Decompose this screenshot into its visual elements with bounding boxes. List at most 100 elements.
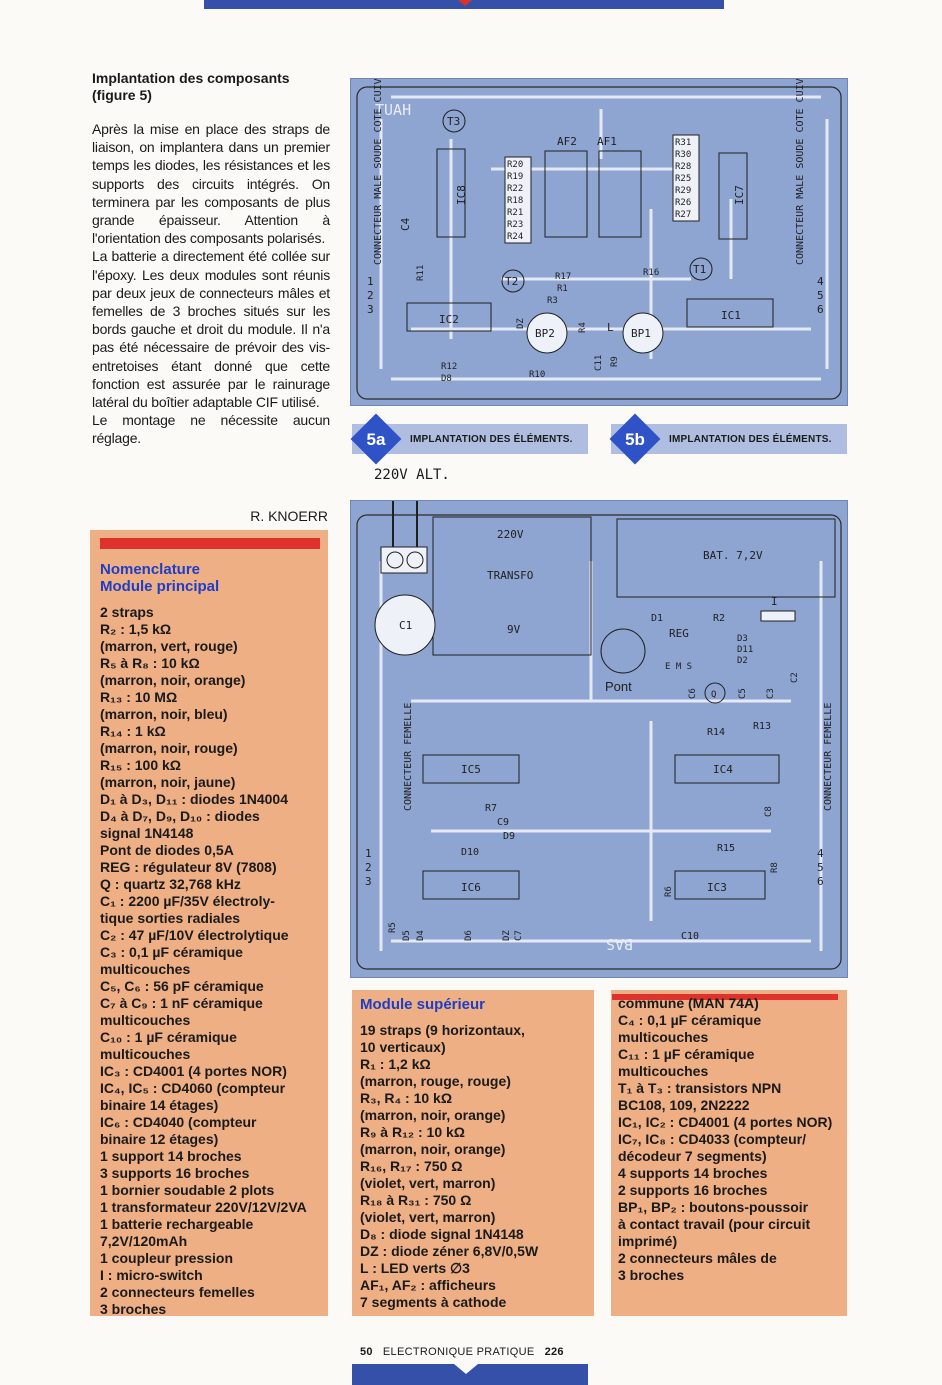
parts-list-line: 10 verticaux): [360, 1039, 446, 1055]
parts-list-line: 2 connecteurs femelles: [100, 1284, 255, 1300]
label-bas: BAS: [606, 935, 633, 953]
bottom-marker: [454, 1364, 478, 1374]
parts-list-line: R₁ : 1,2 kΩ: [360, 1056, 431, 1072]
article-body: Après la mise en place des straps de lia…: [92, 120, 330, 448]
label-reg: REG: [669, 627, 689, 640]
module-superieur-accent-bar: [612, 994, 838, 1000]
supply-label: 220V ALT.: [374, 467, 450, 483]
label-pont: Pont: [605, 679, 632, 694]
parts-list-line: IC₄, IC₅ : CD4060 (compteur: [100, 1080, 286, 1096]
parts-list-line: BP₁, BP₂ : boutons-poussoir: [618, 1199, 809, 1215]
label-r31: R31: [675, 138, 691, 148]
label-d6: D6: [464, 930, 474, 941]
label-pin1-5b: 1: [365, 847, 372, 860]
label-r20: R20: [507, 160, 523, 170]
top-marker: [458, 0, 472, 6]
label-conn-left-5b: CONNECTEUR FEMELLE: [403, 703, 414, 811]
label-d9: D9: [503, 831, 515, 842]
module-superieur-box-continued: [611, 990, 847, 1316]
label-d10: D10: [461, 847, 479, 858]
parts-list-line: 4 supports 14 broches: [618, 1165, 768, 1181]
parts-list-line: C₂ : 47 µF/10V électrolytique: [100, 927, 289, 943]
label-r25: R25: [675, 174, 691, 184]
caption-5b: 5b IMPLANTATION DES ÉLÉMENTS.: [609, 413, 847, 465]
label-r3: R3: [547, 296, 558, 306]
parts-list-line: D₄ à D₇, D₉, D₁₀ : diodes: [100, 808, 260, 824]
label-r17: R17: [555, 272, 571, 282]
label-r26: R26: [675, 198, 691, 208]
label-r28: R28: [675, 162, 691, 172]
parts-list-line: R₁₄ : 1 kΩ: [100, 723, 166, 739]
parts-list-line: C₁ : 2200 µF/35V électroly-: [100, 893, 275, 909]
parts-list-line: 2 supports 16 broches: [618, 1182, 768, 1198]
label-pin1: 1: [367, 275, 374, 288]
label-switch: I: [771, 595, 778, 608]
label-pin2: 2: [367, 289, 374, 302]
parts-list-line: REG : régulateur 8V (7808): [100, 859, 277, 875]
parts-list-line: C₄ : 0,1 µF céramique: [618, 1012, 762, 1028]
caption-5b-text: IMPLANTATION DES ÉLÉMENTS.: [669, 434, 832, 445]
parts-list-line: tique sorties radiales: [100, 910, 241, 926]
parts-list-line: (marron, noir, orange): [360, 1141, 506, 1157]
caption-5b-number: 5b: [625, 430, 645, 449]
label-pin5: 5: [817, 289, 824, 302]
label-r8: R8: [770, 862, 780, 873]
parts-list-line: Pont de diodes 0,5A: [100, 842, 234, 858]
parts-list-line: R₂ : 1,5 kΩ: [100, 621, 172, 637]
parts-list-line: C₇ à C₉ : 1 nF céramique: [100, 995, 263, 1011]
parts-list-line: R₅ à R₈ : 10 kΩ: [100, 655, 200, 671]
parts-list-line: I : micro-switch: [100, 1267, 203, 1283]
parts-list-line: 1 bornier soudable 2 plots: [100, 1182, 275, 1198]
article-author: R. KNOERR: [250, 508, 328, 524]
parts-list-line: (marron, noir, bleu): [100, 706, 228, 722]
parts-list-line: C₃ : 0,1 µF céramique: [100, 944, 243, 960]
label-t1: T1: [693, 263, 706, 276]
parts-list-line: (marron, vert, rouge): [100, 638, 238, 654]
label-dz-5b: DZ: [502, 930, 512, 941]
label-r12: R12: [441, 362, 457, 372]
label-t3: T3: [447, 115, 460, 128]
parts-list-line: binaire 12 étages): [100, 1131, 219, 1147]
parts-list-line: Q : quartz 32,768 kHz: [100, 876, 241, 892]
parts-list-line: multicouches: [100, 1012, 191, 1028]
label-c11: C11: [594, 355, 604, 371]
label-conn-right-5b: CONNECTEUR FEMELLE: [823, 703, 834, 811]
parts-list-line: binaire 14 étages): [100, 1097, 219, 1113]
label-battery: BAT. 7,2V: [703, 549, 763, 562]
label-pin3-5b: 3: [365, 875, 372, 888]
label-conn-left: CONNECTEUR MALE SOUDE COTE CUIVRE: [373, 78, 384, 265]
parts-list-line: 3 supports 16 broches: [100, 1165, 250, 1181]
label-r24: R24: [507, 232, 523, 242]
label-ic7: IC7: [733, 185, 746, 205]
parts-list-line: D₈ : diode signal 1N4148: [360, 1226, 524, 1242]
label-r11: R11: [416, 265, 426, 281]
label-r15: R15: [717, 843, 735, 854]
label-ic4: IC4: [713, 763, 733, 776]
label-r2: R2: [713, 613, 725, 624]
page-number: 50: [360, 1346, 373, 1358]
parts-list-line: 3 broches: [100, 1301, 167, 1317]
parts-list-line: 7,2V/120mAh: [100, 1233, 188, 1249]
label-c8: C8: [764, 806, 774, 817]
article-title: Implantation des composants (figure 5): [92, 70, 290, 103]
label-r21: R21: [507, 208, 523, 218]
label-d2: D2: [737, 656, 748, 666]
label-c7: C7: [514, 930, 524, 941]
parts-list-line: AF₁, AF₂ : afficheurs: [360, 1277, 496, 1293]
parts-list-line: signal 1N4148: [100, 825, 194, 841]
label-c3: C3: [766, 688, 776, 699]
parts-list-line: (marron, rouge, rouge): [360, 1073, 511, 1089]
parts-list-line: à contact travail (pour circuit: [618, 1216, 811, 1232]
label-ic8: IC8: [455, 185, 468, 205]
parts-list-line: 2 connecteurs mâles de: [618, 1250, 777, 1266]
label-c2: C2: [790, 672, 800, 683]
label-q: Q: [711, 690, 716, 700]
parts-list-line: (marron, noir, orange): [360, 1107, 506, 1123]
article-paragraph: Le montage ne nécessite aucun réglage.: [92, 412, 330, 447]
label-af2: AF2: [557, 135, 577, 148]
parts-list-line: (marron, noir, rouge): [100, 740, 238, 756]
label-ic3: IC3: [707, 881, 727, 894]
label-ems: E M S: [665, 662, 692, 672]
